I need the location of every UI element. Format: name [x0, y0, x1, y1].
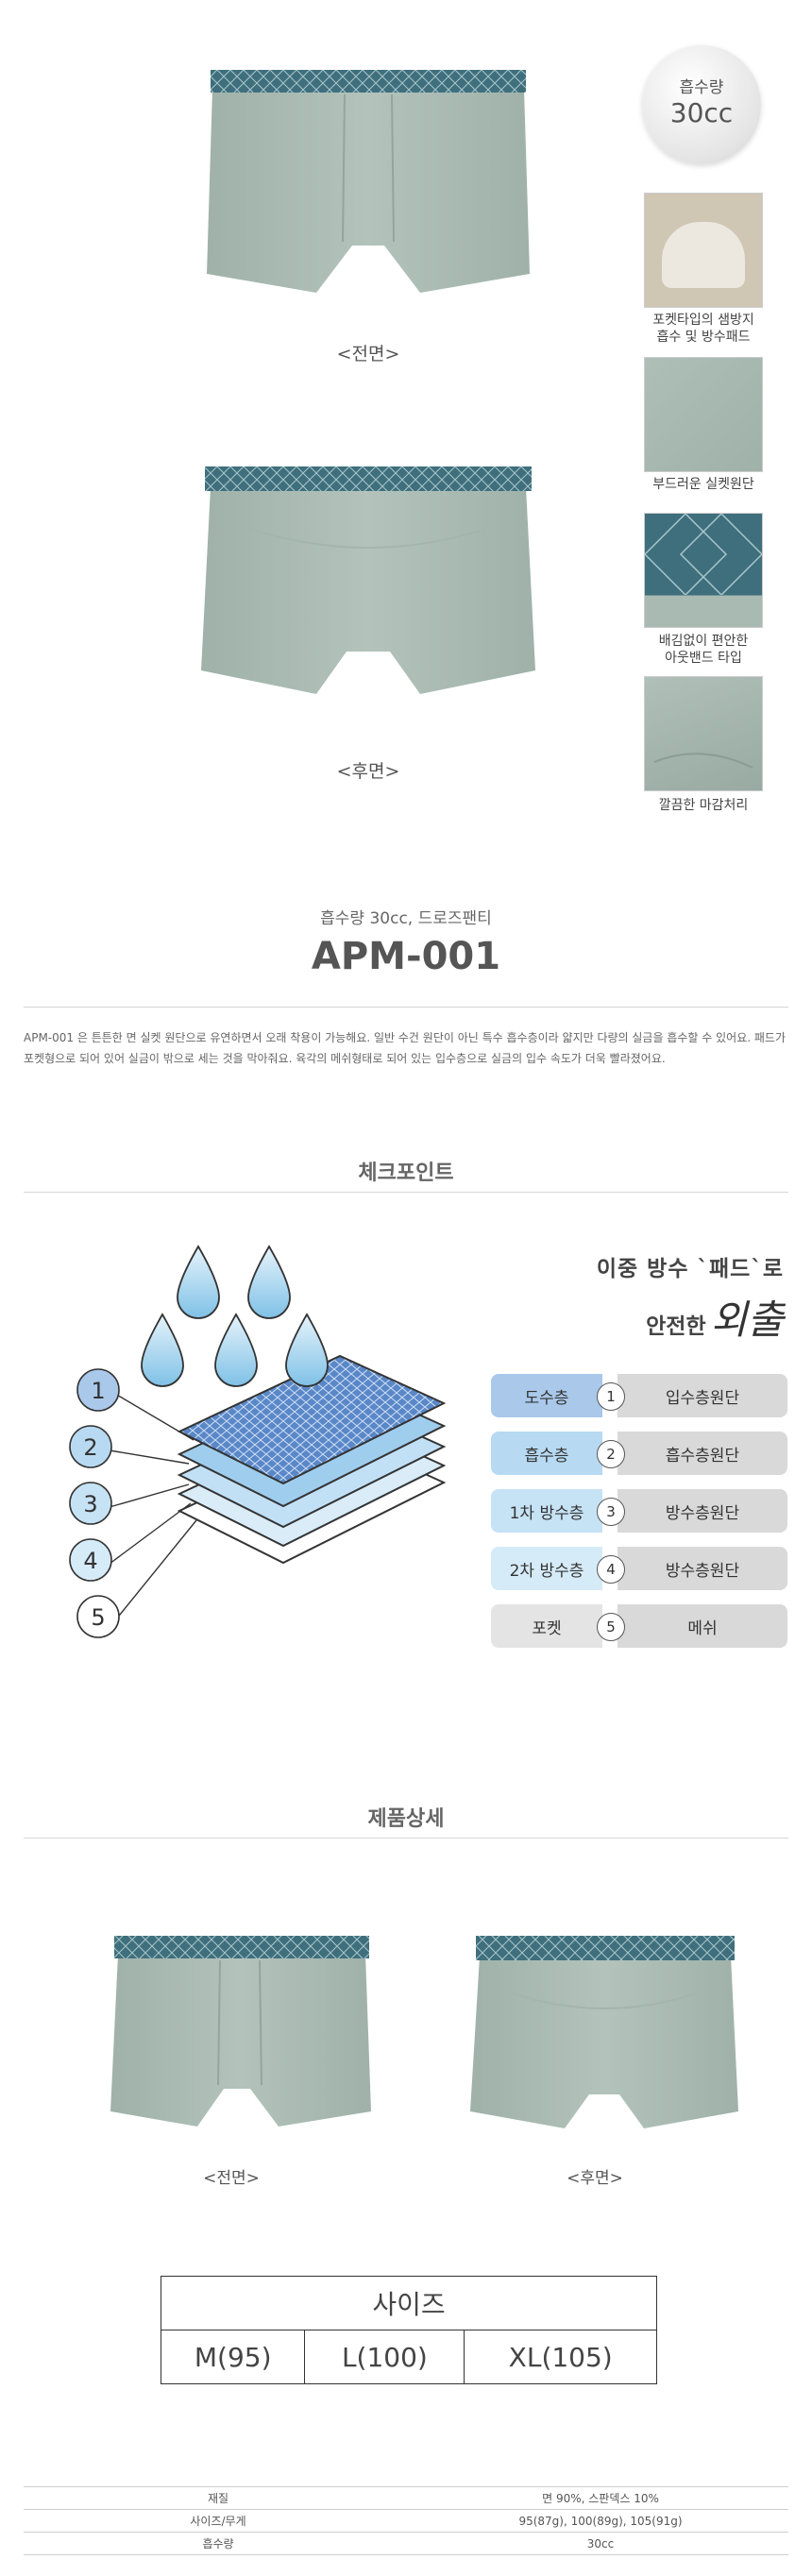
layer-material: 방수층원단: [617, 1547, 787, 1590]
diagram-number: 5: [91, 1604, 105, 1631]
layer-material: 메쉬: [617, 1604, 787, 1648]
checkpoint-headline: 이중 방수 `패드`로 안전한 외출: [491, 1250, 784, 1346]
feature-label-hem: 깔끔한 마감처리: [623, 797, 784, 814]
layer-number: 1: [597, 1382, 625, 1411]
diagram-number-circle: [69, 1538, 112, 1582]
diagram-number-circle: [69, 1482, 112, 1525]
product-subtitle: 흡수량 30cc, 드로즈팬티: [320, 909, 492, 928]
spec-key: 흡수량: [24, 2532, 413, 2555]
product-description: APM-001 은 튼튼한 면 실켓 원단으로 유연하면서 오래 착용이 가능해…: [24, 1027, 793, 1069]
size-cell: L(100): [304, 2330, 465, 2384]
layer-name: 2차 방수층: [491, 1547, 602, 1590]
feature-thumb-fabric: [644, 357, 763, 472]
layer-material: 입수층원단: [617, 1374, 787, 1417]
layer-number: 3: [597, 1498, 625, 1526]
spec-value: 면 90%, 스판덱스 10%: [413, 2486, 788, 2510]
hem-photo-icon: [653, 753, 753, 769]
spec-key: 재질: [24, 2486, 413, 2510]
layer-material: 방수층원단: [617, 1489, 787, 1533]
feature-label-fabric: 부드러운 실켓원단: [623, 476, 784, 493]
headline-script: 외출: [710, 1296, 784, 1343]
feature-label-line: 흡수 및 방수패드: [656, 330, 751, 345]
layer-number: 5: [597, 1613, 625, 1641]
diagram-number-circle: [69, 1425, 112, 1468]
spec-table: 재질 면 90%, 스판덱스 10% 사이즈/무게 95(87g), 100(8…: [24, 2486, 788, 2555]
hero-back-brief: [201, 466, 535, 694]
layer-number: 2: [597, 1440, 625, 1468]
absorbency-badge: 흡수량 30cc: [642, 45, 761, 164]
hero-front-brief: [207, 70, 530, 293]
diagram-number: 1: [91, 1378, 105, 1404]
spec-value: 30cc: [413, 2532, 788, 2555]
layer-1-shape: [177, 1354, 447, 1485]
detail-front-brief: [110, 1936, 371, 2127]
description-line: APM-001 은 튼튼한 면 실켓 원단으로 유연하면서 오래 착용이 가능해…: [24, 1031, 786, 1044]
detail-title: 제품상세: [367, 1807, 445, 1831]
headline-line2: 안전한: [646, 1314, 706, 1339]
spec-value: 95(87g), 100(89g), 105(91g): [413, 2509, 788, 2533]
badge-line2: 30cc: [669, 97, 734, 128]
hero-front-caption: <전면>: [336, 344, 400, 364]
diagram-number: 4: [83, 1548, 97, 1574]
waistband-photo-icon: [643, 512, 764, 597]
table-row: 사이즈/무게 95(87g), 100(89g), 105(91g): [24, 2509, 788, 2533]
feature-label-line: 부드러운 실켓원단: [652, 477, 754, 492]
checkpoint-title: 체크포인트: [358, 1161, 454, 1185]
badge-line1: 흡수량: [679, 78, 724, 97]
description-line: 포켓형으로 되어 있어 실금이 밖으로 세는 것을 막아줘요. 육각의 메쉬형태…: [24, 1052, 666, 1065]
layer-name: 도수층: [491, 1374, 602, 1417]
spec-key: 사이즈/무게: [24, 2509, 413, 2533]
detail-back-caption: <후면>: [567, 2169, 623, 2188]
feature-thumb-hem: [644, 676, 763, 791]
pocket-pad-photo-icon: [662, 222, 745, 288]
layer-name: 1차 방수층: [491, 1489, 602, 1533]
layer-name: 포켓: [491, 1604, 602, 1648]
hero-back-caption: <후면>: [336, 761, 400, 782]
feature-label-line: 배김없이 편안한: [658, 634, 749, 649]
feature-thumb-pocket: [644, 193, 763, 308]
size-cell: XL(105): [464, 2330, 657, 2384]
divider: [24, 1007, 788, 1008]
water-drops-icon: [141, 1245, 329, 1387]
feature-label-line: 깔끔한 마감처리: [658, 798, 749, 813]
layer-name: 흡수층: [491, 1432, 602, 1475]
detail-front-caption: <전면>: [203, 2169, 260, 2188]
diagram-number-circle: [76, 1368, 120, 1412]
detail-back-brief: [470, 1936, 738, 2128]
size-cell: M(95): [160, 2330, 306, 2384]
divider: [24, 1838, 788, 1839]
layer-number: 4: [597, 1555, 625, 1584]
size-header: 사이즈: [161, 2276, 657, 2330]
layer-diagram: 1 2 3 4 5: [69, 1245, 447, 1638]
product-code: APM-001: [311, 935, 501, 978]
divider: [24, 1192, 788, 1193]
layer-material: 흡수층원단: [617, 1432, 787, 1475]
diagram-number: 3: [83, 1491, 97, 1517]
table-row: 흡수량 30cc: [24, 2532, 788, 2555]
feature-label-line: 포켓타입의 샘방지: [652, 313, 754, 328]
feature-thumb-waistband: [643, 512, 764, 628]
feature-label-waistband: 배김없이 편안한 아웃밴드 타입: [623, 633, 784, 667]
diagram-number-circle: [76, 1595, 120, 1638]
feature-label-line: 아웃밴드 타입: [665, 651, 742, 666]
headline-line1: 이중 방수 `패드`로: [596, 1257, 784, 1281]
feature-label-pocket: 포켓타입의 샘방지 흡수 및 방수패드: [623, 312, 784, 346]
table-row: 재질 면 90%, 스판덱스 10%: [24, 2486, 788, 2510]
size-table: 사이즈 M(95) L(100) XL(105): [160, 2276, 657, 2384]
diagram-number: 2: [83, 1434, 97, 1461]
